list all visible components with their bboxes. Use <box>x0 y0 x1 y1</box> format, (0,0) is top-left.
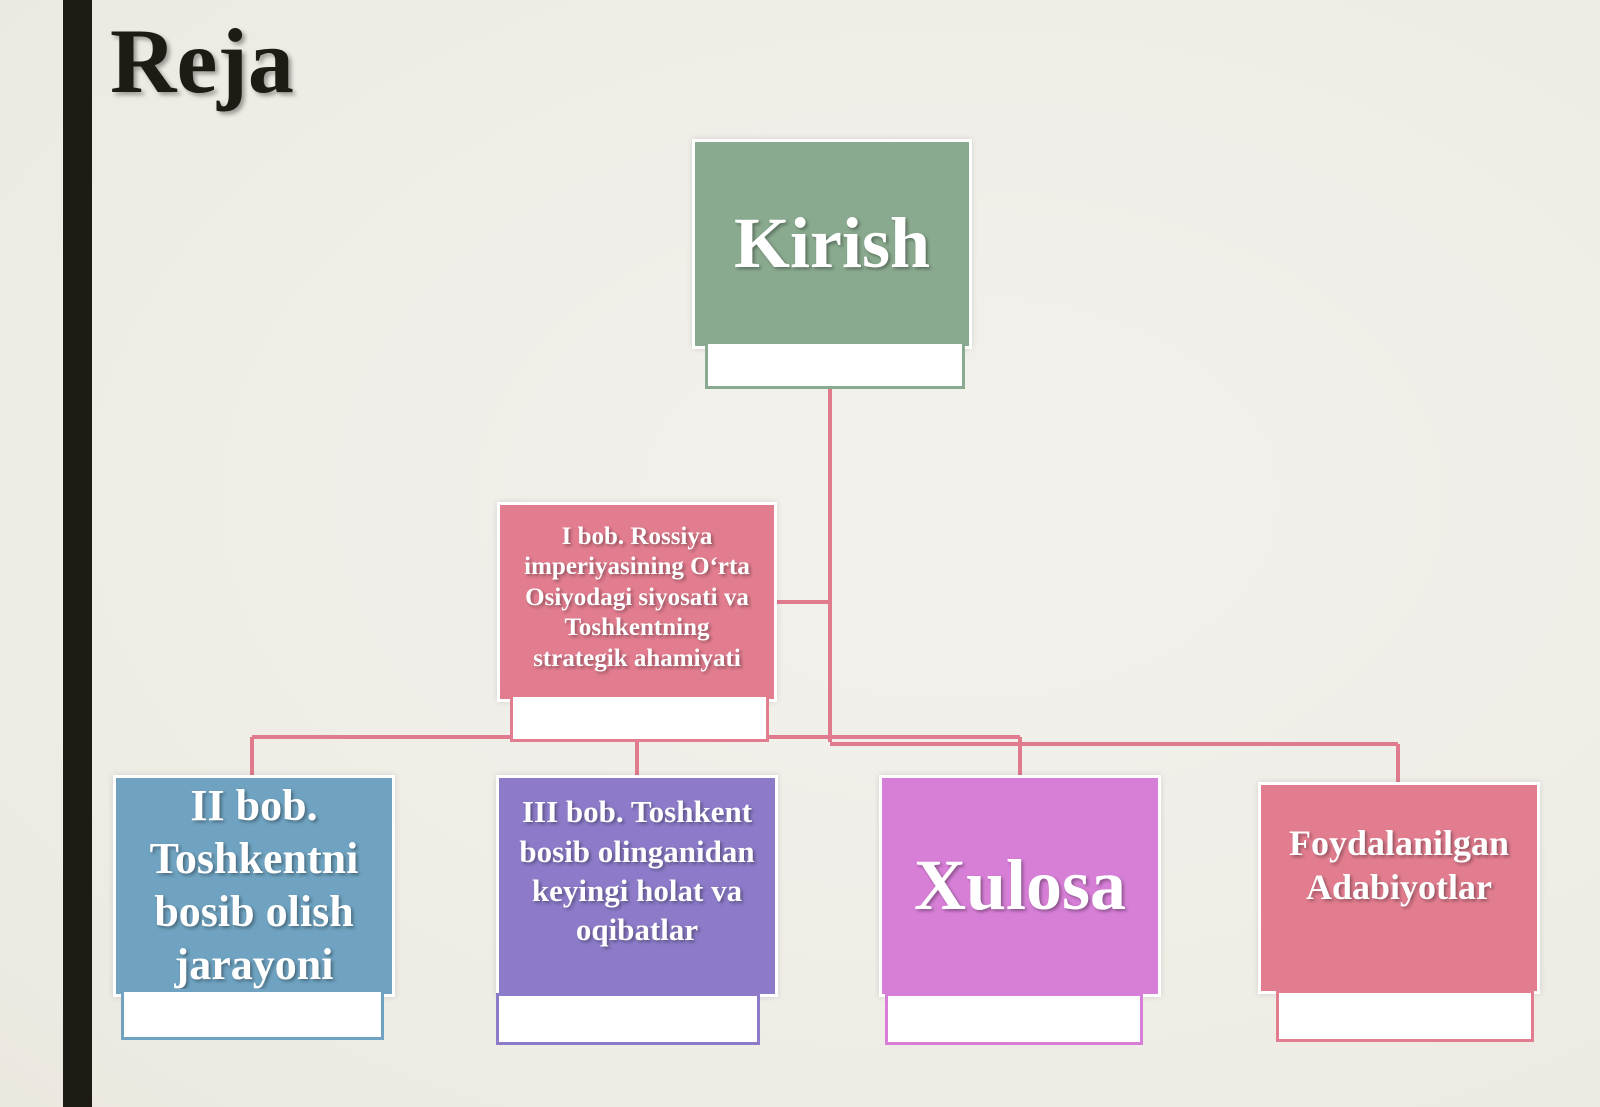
node-kirish: Kirish <box>692 139 972 389</box>
node-adabiyot-box: Foydalanilgan Adabiyotlar <box>1258 782 1540 994</box>
node-adabiyot-label: Foydalanilgan Adabiyotlar <box>1288 823 1510 907</box>
node-bob1-label: I bob. Rossiya imperiyasining O‘rta Osiy… <box>524 522 750 672</box>
node-adabiyot: Foydalanilgan Adabiyotlar <box>1258 782 1540 1042</box>
node-bob1: I bob. Rossiya imperiyasining O‘rta Osiy… <box>497 502 777 742</box>
node-bob3-box: III bob. Toshkent bosib olinganidan keyi… <box>496 775 778 997</box>
node-bob3: III bob. Toshkent bosib olinganidan keyi… <box>496 775 778 1045</box>
node-bob3-tab <box>496 993 760 1045</box>
node-bob2-label: II bob. Toshkentni bosib olish jarayoni <box>149 781 359 989</box>
slide-title: Reja <box>110 10 294 112</box>
slide-accent-bar <box>63 0 92 1107</box>
node-bob2: II bob. Toshkentni bosib olish jarayoni <box>113 775 395 1040</box>
node-xulosa-box: Xulosa <box>879 775 1161 997</box>
node-kirish-tab <box>705 341 965 389</box>
node-adabiyot-tab <box>1276 990 1534 1042</box>
node-xulosa-tab <box>885 993 1143 1045</box>
node-kirish-box: Kirish <box>692 139 972 349</box>
node-xulosa-label: Xulosa <box>913 845 1127 926</box>
node-kirish-label: Kirish <box>733 203 931 284</box>
node-bob2-tab <box>121 989 384 1040</box>
node-bob3-label: III bob. Toshkent bosib olinganidan keyi… <box>519 794 755 948</box>
node-bob2-box: II bob. Toshkentni bosib olish jarayoni <box>113 775 395 997</box>
node-bob1-tab <box>510 694 769 742</box>
node-xulosa: Xulosa <box>879 775 1161 1045</box>
node-bob1-box: I bob. Rossiya imperiyasining O‘rta Osiy… <box>497 502 777 702</box>
